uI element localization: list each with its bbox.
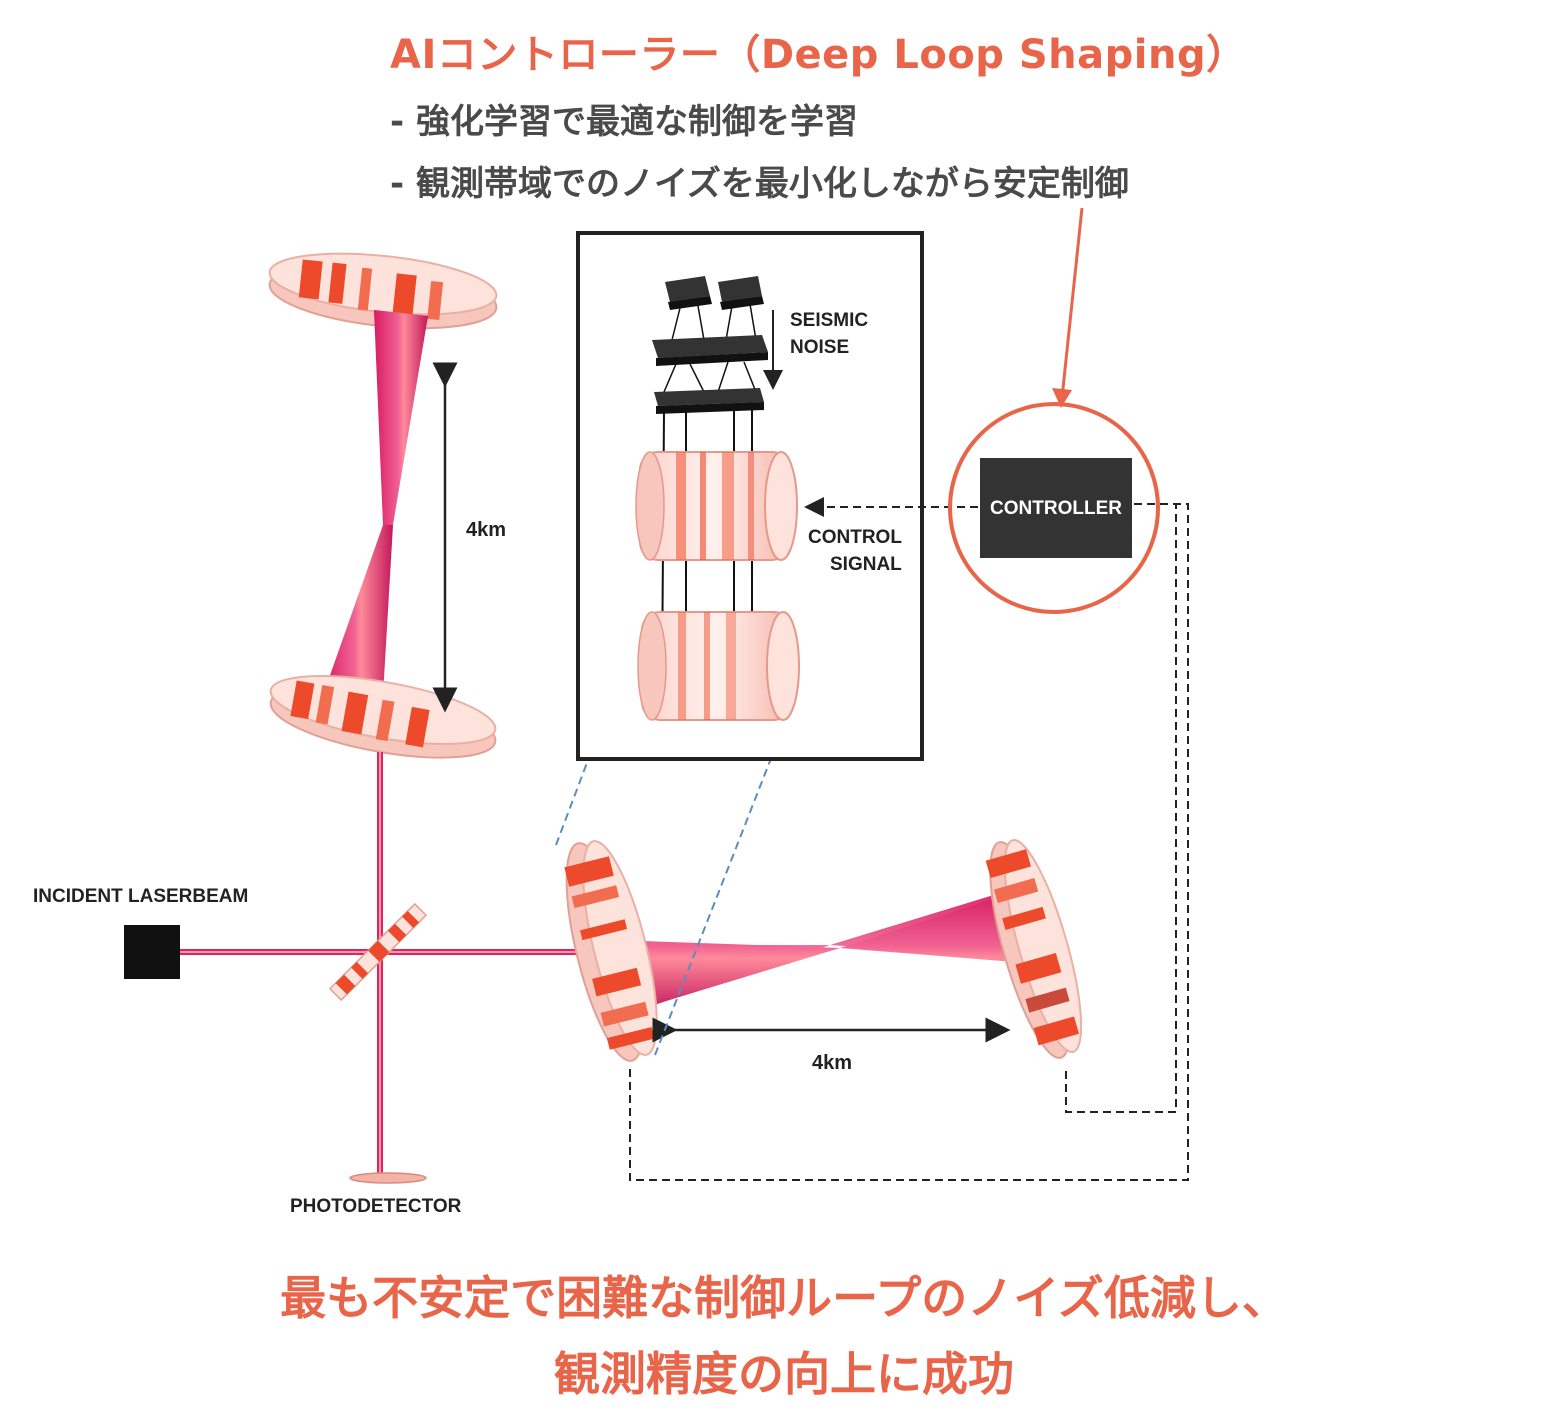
photodetector-label: PHOTODETECTOR	[290, 1196, 462, 1217]
feedback-loop-far-mirror	[1065, 503, 1177, 1113]
seismic-noise-label: NOISE	[790, 337, 849, 358]
incident-laser-label: INCIDENT LASERBEAM	[33, 886, 248, 907]
seismic-noise-label: SEISMIC	[790, 310, 868, 331]
vertical-length-label: 4km	[466, 519, 506, 541]
conclusion-line: 観測精度の向上に成功	[554, 1347, 1014, 1401]
top-mirror	[268, 252, 498, 330]
lower-test-mass	[637, 611, 800, 721]
conclusion-line: 最も不安定で困難な制御ループのノイズ低減し、	[280, 1271, 1288, 1325]
horizontal-length-label: 4km	[812, 1052, 852, 1074]
photodetector	[349, 1172, 427, 1184]
controller-box	[980, 458, 1132, 558]
annotation-bullet: - 強化学習で最適な制御を学習	[390, 102, 858, 142]
annotation-pointer-arrow	[1060, 207, 1084, 399]
feedback-loop-near-mirror	[629, 503, 1189, 1181]
controller-highlight-circle	[948, 402, 1160, 614]
control-signal-label: CONTROL	[808, 527, 902, 548]
beamsplitter	[328, 902, 428, 1002]
near-mirror	[564, 840, 658, 1062]
controller-label: CONTROLLER	[990, 498, 1122, 519]
far-mirror	[985, 839, 1083, 1059]
bottom-mirror	[269, 675, 497, 759]
annotation-title: AIコントローラー（Deep Loop Shaping）	[390, 32, 1247, 78]
annotation-bullet: - 観測帯域でのノイズを最小化しながら安定制御	[390, 164, 1129, 204]
projection-line-right	[654, 714, 789, 1056]
upper-test-mass	[635, 451, 798, 561]
laser-source	[124, 925, 180, 979]
control-signal-label: SIGNAL	[830, 554, 902, 575]
